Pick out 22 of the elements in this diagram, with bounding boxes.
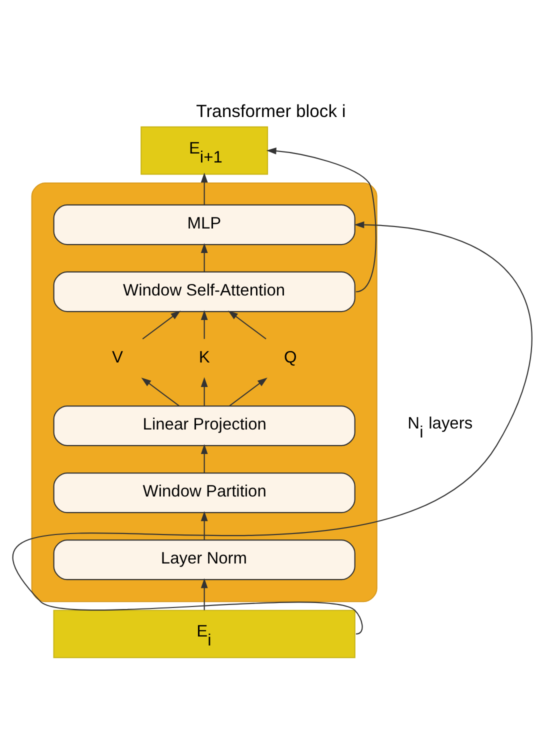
node-text: K <box>198 348 210 366</box>
arrow <box>200 510 208 540</box>
arrow <box>141 377 180 406</box>
arrow <box>228 310 266 339</box>
arrow <box>200 444 208 472</box>
diagram-title: Transformer block i <box>196 100 346 120</box>
arrow <box>200 242 208 272</box>
arrow <box>142 310 181 339</box>
arrow <box>14 220 532 634</box>
node-box: Window Partition <box>53 472 356 513</box>
arrow <box>200 578 208 610</box>
arrow <box>200 172 208 204</box>
node-box: Window Self-Attention <box>53 270 356 312</box>
node-text: V <box>112 348 124 366</box>
node-text: Q <box>284 348 297 366</box>
arrow <box>200 310 208 338</box>
arrow <box>266 147 376 292</box>
node-box: MLP <box>53 204 356 245</box>
node-box: Linear Projection <box>53 404 356 446</box>
node-box: Layer Norm <box>53 539 356 580</box>
arrow <box>200 376 208 406</box>
arrow <box>229 377 268 406</box>
